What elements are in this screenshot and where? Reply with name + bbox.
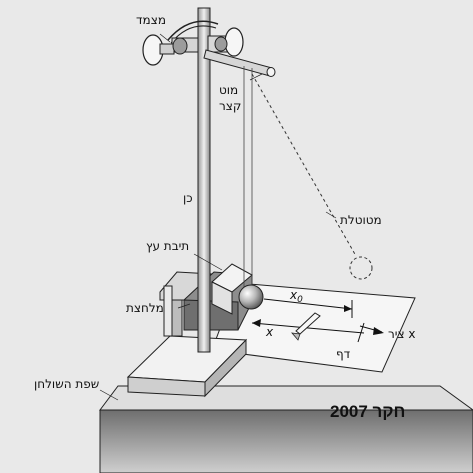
label-stand: כן xyxy=(183,191,193,205)
label-x: x xyxy=(266,325,274,339)
table xyxy=(99,385,473,473)
stand-rod xyxy=(197,7,211,353)
pendulum-ball xyxy=(238,284,264,310)
leader-pendulum xyxy=(325,211,337,219)
label-clamp-press: מלחצת xyxy=(126,301,164,315)
leader-clamp-press xyxy=(177,303,191,309)
label-short-rod-line1: מוט xyxy=(219,83,239,97)
x0-arrow-head xyxy=(344,305,352,312)
short-rod-end xyxy=(266,67,276,77)
label-wood-box: תיבת עץ xyxy=(146,239,190,253)
label-x0-sub: 0 xyxy=(297,295,303,306)
mark-tip xyxy=(291,332,301,341)
mark-on-paper xyxy=(295,312,321,335)
label-pendulum: מטוטלת xyxy=(340,213,382,227)
top-clamp xyxy=(142,20,244,66)
label-x-axis: ציר x xyxy=(388,327,416,341)
pendulum-ball-swung xyxy=(349,256,373,280)
label-x0-main: x xyxy=(290,288,298,302)
table-edge-front xyxy=(99,409,473,473)
label-table-edge: שפת השולחן xyxy=(34,377,100,391)
label-x0: x0 xyxy=(290,289,303,305)
caption: חקר 2007 xyxy=(330,402,406,421)
label-page: דף xyxy=(336,347,351,361)
x-tick xyxy=(357,322,365,343)
x0-arrow-line xyxy=(263,298,353,310)
label-short-rod-line2: קצר xyxy=(219,99,242,113)
label-clamp: מצמד xyxy=(136,13,166,27)
leader-table-edge xyxy=(99,389,119,401)
leader-clamp xyxy=(159,33,171,43)
stand-base xyxy=(126,335,248,398)
x-axis-head xyxy=(373,327,384,335)
leader-short-rod xyxy=(249,73,263,81)
pendulum-swing-path xyxy=(251,73,357,257)
x-arrow-line xyxy=(251,322,365,334)
leader-wood-box xyxy=(193,253,223,271)
x-arrow-head-left xyxy=(252,319,261,327)
